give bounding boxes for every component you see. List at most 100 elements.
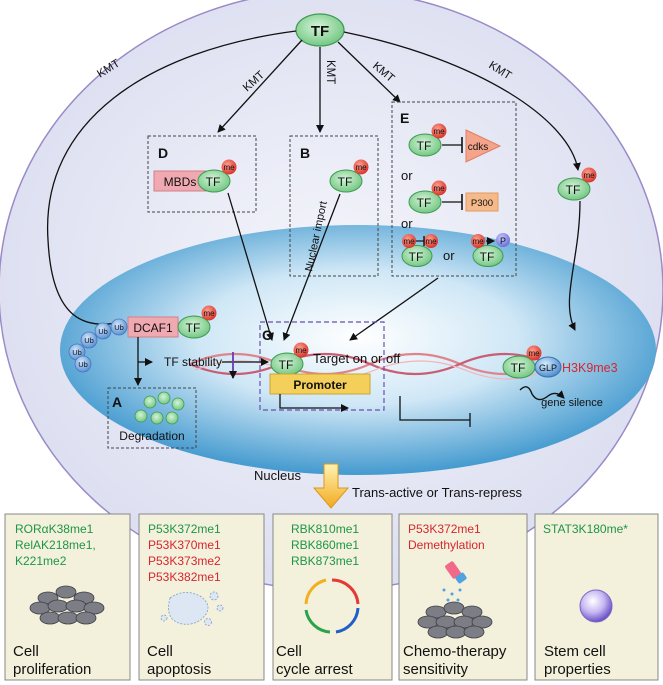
me-e3a-label: me [403, 237, 415, 246]
h3k9me3-label: H3K9me3 [562, 361, 618, 375]
label-e: E [400, 110, 409, 126]
box-d [147, 135, 257, 213]
me-e3b-label: me [425, 237, 437, 246]
panel-3-line-0: P53K372me1 [408, 522, 481, 536]
activate-arrow [279, 394, 349, 412]
cdks-triangle [465, 129, 502, 163]
target-label: Target on or off [313, 351, 401, 366]
degradation-label: Degradation [119, 429, 184, 443]
ub-3-label: Ub [78, 360, 88, 369]
p300-box [465, 192, 499, 212]
ub-chain: Ub Ub Ub Ub Ub [68, 318, 128, 373]
tf-d-label: TF [206, 175, 221, 189]
panel-2-line-1: RBK860me1 [291, 538, 359, 552]
cdks-label: cdks [468, 142, 489, 153]
ub-5-label: Ub [114, 323, 124, 332]
glp-label: GLP [539, 363, 557, 373]
tf-promoter: TF me [270, 342, 309, 376]
panel-0-caption-0: Cell [13, 643, 39, 660]
panel-0-caption-1: proliferation [13, 661, 91, 678]
me-dcaf1-label: me [203, 309, 215, 318]
panel-2-caption-0: Cell [276, 643, 302, 660]
panel-4: STAT3K180me* Stem cell properties [534, 513, 659, 681]
promoter-box [269, 373, 371, 395]
ub-4-label: Ub [98, 327, 108, 336]
or-e3: or [443, 248, 455, 263]
stem-cell-icon [579, 589, 613, 623]
panel-4-line-0: STAT3K180me* [543, 522, 628, 536]
panel-4-caption-1: properties [544, 661, 611, 678]
top-tf: TF [295, 13, 345, 47]
nucleus-label: Nucleus [254, 468, 301, 483]
p300-label: P300 [471, 198, 493, 209]
panel-1-line-1: P53K370me1 [148, 538, 221, 552]
tf-stability-label: TF stability [164, 355, 222, 369]
panel-1-line-2: P53K373me2 [148, 554, 221, 568]
panel-0: RORαK38me1 RelAK218me1, K221me2 Cell pro… [4, 513, 131, 681]
box-b [289, 135, 379, 277]
me-e1-label: me [433, 127, 445, 136]
or-e2: or [401, 216, 413, 231]
tf-right: TF me [557, 167, 597, 201]
tf-d: TF me [197, 159, 237, 193]
label-b: B [300, 145, 310, 161]
panel-2: RBK810me1 RBK860me1 RBK873me1 Cell cycle… [272, 513, 393, 681]
panel-3-line-1: Demethylation [408, 538, 485, 552]
dcaf1-label: DCAF1 [133, 321, 173, 335]
box-e [391, 101, 517, 277]
label-c: C [262, 327, 272, 343]
panel-3-caption-0: Chemo-therapy [403, 643, 507, 660]
gene-silence-squiggle [519, 386, 565, 401]
or-e1: or [401, 168, 413, 183]
tf-b: TF me [329, 159, 369, 193]
box-a [107, 387, 197, 449]
me-promoter-label: me [295, 346, 307, 355]
box-c [259, 321, 385, 411]
tf-glp: TF me GLP [502, 345, 562, 379]
panel-1-line-0: P53K372me1 [148, 522, 221, 536]
tf-e2: TF me [408, 180, 447, 214]
degradation-fragments [134, 391, 185, 425]
tf-e4-label: TF [480, 250, 495, 264]
me-d-label: me [223, 163, 235, 172]
cell-cycle-icon [304, 578, 360, 634]
trans-label: Trans-active or Trans-repress [352, 485, 523, 500]
tf-b-label: TF [338, 175, 353, 189]
repress-bar [399, 396, 471, 427]
ub-1-label: Ub [72, 348, 82, 357]
panel-3: P53K372me1 Demethylation Chemo-therapy s… [398, 513, 528, 681]
tf-right-label: TF [566, 183, 581, 197]
top-tf-label: TF [311, 23, 329, 40]
panel-2-line-0: RBK810me1 [291, 522, 359, 536]
me-b-label: me [355, 163, 367, 172]
panel-0-line-0: RORαK38me1 [15, 522, 94, 536]
me-glp-label: me [528, 349, 540, 358]
tf-e3: TF me me [401, 234, 438, 267]
gene-silence-label: gene silence [541, 397, 603, 409]
kmt-label-3: KMT [324, 60, 336, 84]
panel-2-caption-1: cycle arrest [276, 661, 354, 678]
panel-3-caption-1: sensitivity [403, 661, 469, 678]
me-right-label: me [583, 171, 595, 180]
tf-e4: TF me P [471, 233, 510, 267]
tf-e3-label: TF [409, 250, 424, 264]
label-d: D [158, 145, 168, 161]
panel-2-line-2: RBK873me1 [291, 554, 359, 568]
promoter-label: Promoter [293, 378, 347, 392]
chemotherapy-icon [417, 561, 493, 639]
tf-promoter-label: TF [279, 358, 294, 372]
tf-e2-label: TF [417, 196, 432, 210]
tf-glp-label: TF [511, 361, 526, 375]
p-e4-label: P [500, 236, 506, 246]
trans-arrow [312, 463, 350, 509]
tf-dcaf1: TF me [177, 305, 217, 339]
panel-1-caption-1: apoptosis [147, 661, 211, 678]
label-a: A [112, 394, 122, 410]
nucleus [60, 225, 656, 475]
panel-4-caption-0: Stem cell [544, 643, 606, 660]
tf-e1: TF me [408, 123, 447, 157]
me-e2-label: me [433, 184, 445, 193]
ub-2-label: Ub [84, 336, 94, 345]
panel-1-caption-0: Cell [147, 643, 173, 660]
